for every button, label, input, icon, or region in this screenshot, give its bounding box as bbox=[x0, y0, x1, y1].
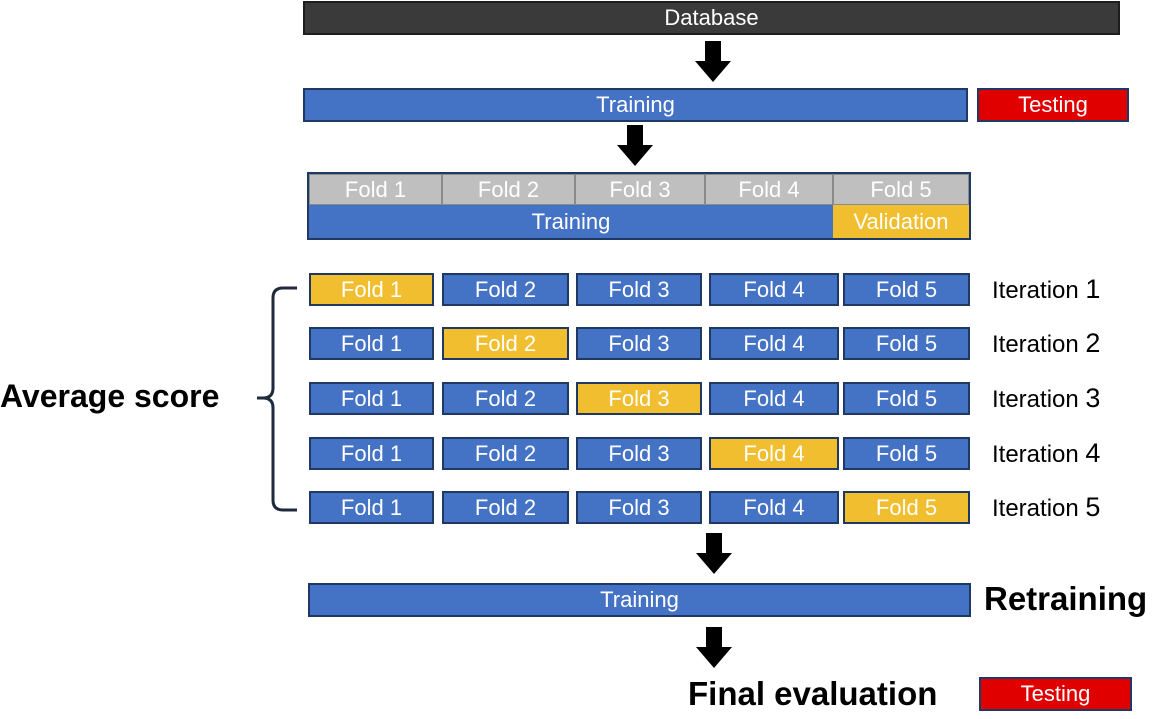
fold-label: Fold 1 bbox=[340, 440, 403, 466]
iteration-number: 2 bbox=[1085, 328, 1101, 358]
iteration-word: Iteration bbox=[992, 331, 1079, 358]
training-fold-cell: Fold 4 bbox=[709, 382, 839, 415]
validation-fold-cell: Fold 3 bbox=[576, 382, 702, 415]
final-testing-label: Testing bbox=[1020, 681, 1091, 706]
training-fold-cell: Fold 2 bbox=[442, 437, 569, 470]
training-fold-cell: Fold 3 bbox=[576, 327, 702, 360]
validation-segment: Validation bbox=[833, 205, 969, 238]
fold-label: Fold 3 bbox=[608, 330, 670, 356]
fold-header-2: Fold 2 bbox=[442, 174, 575, 205]
final-testing-bar: Testing bbox=[979, 677, 1132, 711]
training-fold-cell: Fold 2 bbox=[442, 491, 569, 524]
validation-fold-cell: Fold 5 bbox=[843, 491, 970, 524]
fold-label: Fold 5 bbox=[875, 330, 938, 356]
fold-label: Fold 4 bbox=[743, 440, 805, 466]
iteration-number: 5 bbox=[1085, 492, 1101, 522]
fold-label: Fold 5 bbox=[875, 276, 938, 302]
training-fold-cell: Fold 4 bbox=[709, 491, 839, 524]
down-arrow-icon bbox=[696, 627, 732, 668]
training-fold-cell: Fold 1 bbox=[309, 382, 434, 415]
fold-label: Fold 4 bbox=[743, 276, 805, 302]
validation-fold-cell: Fold 4 bbox=[709, 437, 839, 470]
database-label: Database bbox=[664, 5, 759, 30]
train-segment-label: Training bbox=[531, 208, 611, 234]
down-arrow-icon bbox=[695, 41, 731, 82]
fold-label: Fold 5 bbox=[875, 494, 938, 520]
fold-header-4: Fold 4 bbox=[705, 174, 833, 205]
train-segment: Training bbox=[309, 205, 833, 238]
retraining-label: Retraining bbox=[984, 580, 1148, 617]
testing-bar: Testing bbox=[977, 88, 1129, 122]
iteration-word: Iteration bbox=[992, 277, 1079, 304]
testing-label: Testing bbox=[1018, 92, 1088, 117]
training-fold-cell: Fold 4 bbox=[709, 273, 839, 306]
fold-label: Fold 3 bbox=[608, 385, 670, 411]
iteration-label: Iteration 2 bbox=[992, 328, 1100, 359]
iteration-word: Iteration bbox=[992, 386, 1079, 413]
down-arrow-icon bbox=[617, 125, 653, 166]
fold-header-label: Fold 1 bbox=[344, 176, 407, 202]
fold-header-label: Fold 5 bbox=[870, 176, 932, 202]
iteration-label: Iteration 1 bbox=[992, 274, 1100, 305]
fold-header-3: Fold 3 bbox=[575, 174, 705, 205]
training-fold-cell: Fold 3 bbox=[576, 437, 702, 470]
iteration-number: 3 bbox=[1085, 383, 1101, 413]
fold-label: Fold 3 bbox=[608, 276, 670, 302]
iteration-word: Iteration bbox=[992, 495, 1079, 522]
fold-label: Fold 4 bbox=[743, 494, 805, 520]
iteration-label: Iteration 4 bbox=[992, 438, 1100, 469]
fold-header-label: Fold 4 bbox=[738, 176, 800, 202]
iteration-label: Iteration 5 bbox=[992, 492, 1100, 523]
training-fold-cell: Fold 5 bbox=[843, 327, 970, 360]
retraining-bar-label: Training bbox=[600, 587, 679, 612]
down-arrow-icon bbox=[696, 533, 732, 574]
retraining-bar: Training bbox=[308, 583, 971, 617]
training-fold-cell: Fold 5 bbox=[843, 273, 970, 306]
validation-fold-cell: Fold 1 bbox=[309, 273, 434, 306]
training-fold-cell: Fold 2 bbox=[442, 382, 569, 415]
iteration-number: 4 bbox=[1085, 438, 1101, 468]
final-evaluation-label: Final evaluation bbox=[688, 675, 938, 712]
fold-label: Fold 1 bbox=[340, 276, 403, 302]
fold-label: Fold 1 bbox=[340, 385, 403, 411]
training-fold-cell: Fold 1 bbox=[309, 491, 434, 524]
iteration-word: Iteration bbox=[992, 441, 1079, 468]
fold-label: Fold 2 bbox=[474, 494, 537, 520]
fold-label: Fold 2 bbox=[474, 330, 537, 356]
fold-label: Fold 2 bbox=[474, 385, 537, 411]
fold-header-1: Fold 1 bbox=[309, 174, 442, 205]
training-label: Training bbox=[596, 92, 675, 117]
fold-label: Fold 2 bbox=[474, 440, 537, 466]
fold-split-frame bbox=[307, 172, 971, 240]
fold-label: Fold 1 bbox=[340, 494, 403, 520]
fold-header-label: Fold 3 bbox=[609, 176, 671, 202]
fold-label: Fold 3 bbox=[608, 494, 670, 520]
fold-header-label: Fold 2 bbox=[477, 176, 540, 202]
training-fold-cell: Fold 5 bbox=[843, 382, 970, 415]
fold-header-5: Fold 5 bbox=[833, 174, 969, 205]
training-fold-cell: Fold 1 bbox=[309, 327, 434, 360]
training-fold-cell: Fold 1 bbox=[309, 437, 434, 470]
training-fold-cell: Fold 3 bbox=[576, 491, 702, 524]
iteration-label: Iteration 3 bbox=[992, 383, 1100, 414]
database-bar: Database bbox=[303, 1, 1120, 35]
training-fold-cell: Fold 2 bbox=[442, 273, 569, 306]
fold-label: Fold 1 bbox=[340, 330, 403, 356]
validation-segment-label: Validation bbox=[853, 208, 949, 234]
iteration-number: 1 bbox=[1085, 274, 1101, 304]
training-bar: Training bbox=[303, 88, 968, 122]
validation-fold-cell: Fold 2 bbox=[442, 327, 569, 360]
fold-label: Fold 3 bbox=[608, 440, 670, 466]
brace-icon bbox=[257, 286, 297, 512]
fold-label: Fold 4 bbox=[743, 330, 805, 356]
fold-label: Fold 5 bbox=[875, 385, 938, 411]
fold-label: Fold 2 bbox=[474, 276, 537, 302]
training-fold-cell: Fold 5 bbox=[843, 437, 970, 470]
fold-label: Fold 4 bbox=[743, 385, 805, 411]
training-fold-cell: Fold 4 bbox=[709, 327, 839, 360]
training-fold-cell: Fold 3 bbox=[576, 273, 702, 306]
fold-label: Fold 5 bbox=[875, 440, 938, 466]
average-score-label: Average score bbox=[0, 378, 220, 414]
